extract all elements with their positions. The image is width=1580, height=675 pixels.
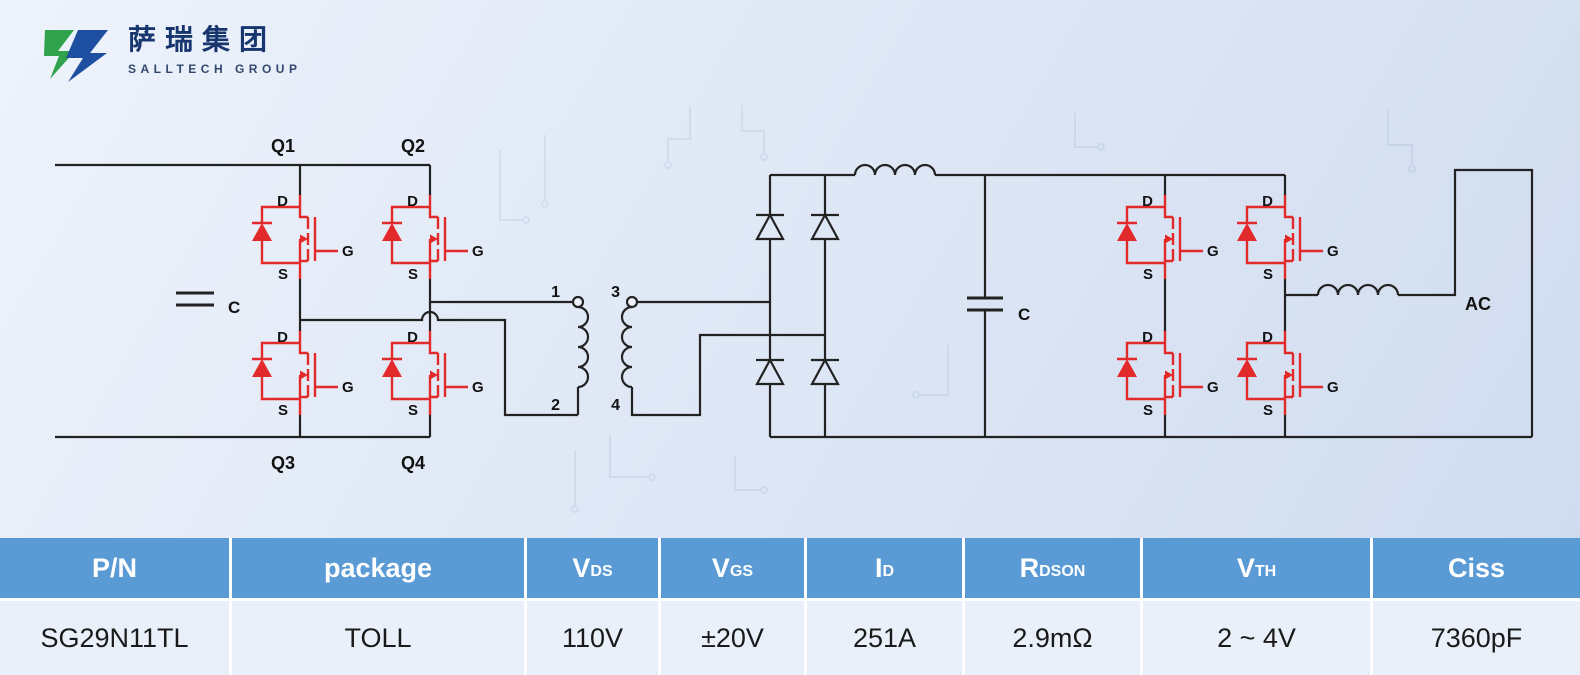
mosfet-out-bottom-right [1235, 327, 1340, 421]
dc-input-capacitor-label: C [228, 298, 240, 317]
rectifier-bridge [755, 212, 840, 386]
watermark-traces [499, 105, 1416, 513]
q4-label: Q4 [401, 453, 425, 473]
cell-ciss: 7360pF [1373, 601, 1580, 675]
logo-green-shape [44, 30, 75, 79]
col-header-pn: P/N [0, 538, 229, 598]
dc-link-capacitor [967, 296, 1003, 312]
mosfet-out-top-left [1115, 191, 1220, 285]
dc-link-capacitor-label: C [1018, 305, 1030, 324]
ac-output-label: AC [1465, 294, 1491, 314]
transformer-pin1-label: 1 [551, 284, 560, 301]
cell-vgs: ±20V [661, 601, 804, 675]
secondary-winding [620, 305, 633, 389]
filter-inductor [853, 163, 937, 176]
cell-id: 251A [807, 601, 962, 675]
transformer: 1 2 3 4 [551, 284, 639, 414]
q2-label: Q2 [401, 136, 425, 156]
cell-package: TOLL [232, 601, 524, 675]
cell-vth: 2 ~ 4V [1143, 601, 1370, 675]
diode-icon [810, 212, 840, 241]
circuit-wires [55, 163, 1534, 439]
primary-terminal-dot [571, 295, 585, 309]
mosfet-q1 [250, 191, 355, 285]
transistor-designators: Q1 Q2 Q3 Q4 [271, 136, 425, 473]
diode-icon [755, 212, 785, 241]
primary-winding [577, 305, 590, 389]
mosfet-q2 [380, 191, 485, 285]
q3-label: Q3 [271, 453, 295, 473]
dc-input-capacitor [176, 291, 214, 307]
company-name-cn: 萨瑞集团 [128, 24, 277, 55]
company-name-en: SALLTECH GROUP [128, 61, 302, 76]
cell-pn: SG29N11TL [0, 601, 229, 675]
col-header-ciss: Ciss [1373, 538, 1580, 598]
cell-vds: 110V [527, 601, 658, 675]
mosfet-q3 [250, 327, 355, 421]
salltech-logo: 萨瑞集团 SALLTECH GROUP [42, 24, 302, 85]
output-inductor [1316, 283, 1400, 296]
mosfet-q4 [380, 327, 485, 421]
mosfet-out-top-right [1235, 191, 1340, 285]
transformer-pin2-label: 2 [551, 397, 560, 414]
secondary-terminal-dot [625, 295, 639, 309]
logo-blue-shape [66, 30, 108, 82]
diode-icon [810, 357, 840, 386]
col-header-package: package [232, 538, 524, 598]
transformer-pin4-label: 4 [611, 397, 620, 414]
transformer-pin3-label: 3 [611, 284, 620, 301]
salltech-logo-mark [44, 30, 108, 82]
mosfet-out-bottom-left [1115, 327, 1220, 421]
cell-rdson: 2.9mΩ [965, 601, 1140, 675]
q1-label: Q1 [271, 136, 295, 156]
power-converter-schematic: D G S [55, 105, 1534, 513]
diode-icon [755, 357, 785, 386]
